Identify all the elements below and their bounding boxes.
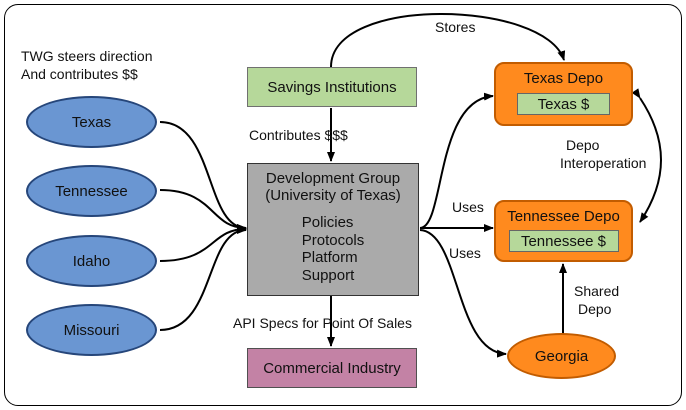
diagram-frame (4, 4, 682, 406)
tennessee-depo: Tennessee Depo Tennessee $ (494, 200, 633, 262)
commercial-industry: Commercial Industry (247, 348, 417, 388)
tennessee-depo-title: Tennessee Depo (507, 208, 620, 225)
state-idaho: Idaho (26, 235, 157, 287)
edge-dev-georgia (419, 229, 507, 358)
texas-depo: Texas Depo Texas $ (494, 62, 633, 126)
dev-group-subtitle: (University of Texas) (265, 187, 401, 204)
texas-dollar: Texas $ (517, 93, 610, 115)
edge-texas-dev (159, 121, 247, 232)
label-shared-depo: Depo (578, 301, 612, 317)
label-interoperation: Interoperation (560, 155, 647, 171)
edge-tennessee-dev (159, 189, 247, 232)
texas-depo-title: Texas Depo (523, 70, 604, 87)
state-missouri: Missouri (26, 304, 157, 356)
dev-group-items: Policies Protocols Platform Support (302, 214, 365, 284)
edge-dev-texasdepo (419, 92, 494, 229)
development-group: Development Group (University of Texas) … (247, 163, 419, 296)
state-tennessee: Tennessee (26, 165, 157, 217)
edge-depo-interop (631, 88, 662, 223)
dev-item-platform: Platform (301, 249, 358, 266)
twg-note-line1: TWG steers direction (21, 48, 153, 64)
label-stores: Stores (435, 19, 476, 35)
label-uses-2: Uses (449, 245, 481, 261)
label-contributes: Contributes $$$ (249, 127, 348, 143)
label-api-specs: API Specs for Point Of Sales (233, 315, 412, 331)
savings-institutions: Savings Institutions (247, 67, 417, 107)
tennessee-dollar: Tennessee $ (508, 230, 619, 252)
twg-note-line2: And contributes $$ (21, 66, 138, 82)
edge-idaho-dev (159, 225, 247, 262)
dev-group-title: Development Group (265, 170, 401, 187)
edge-savings-texasdepo (330, 13, 566, 68)
label-depo: Depo (566, 137, 600, 153)
dev-item-protocols: Protocols (301, 231, 365, 249)
dev-item-policies: Policies (301, 214, 354, 231)
label-uses-1: Uses (452, 199, 484, 215)
georgia: Georgia (507, 333, 616, 379)
label-shared: Shared (574, 283, 620, 299)
edge-missouri-dev (159, 226, 247, 331)
state-texas: Texas (26, 96, 157, 148)
dev-item-support: Support (301, 266, 355, 284)
